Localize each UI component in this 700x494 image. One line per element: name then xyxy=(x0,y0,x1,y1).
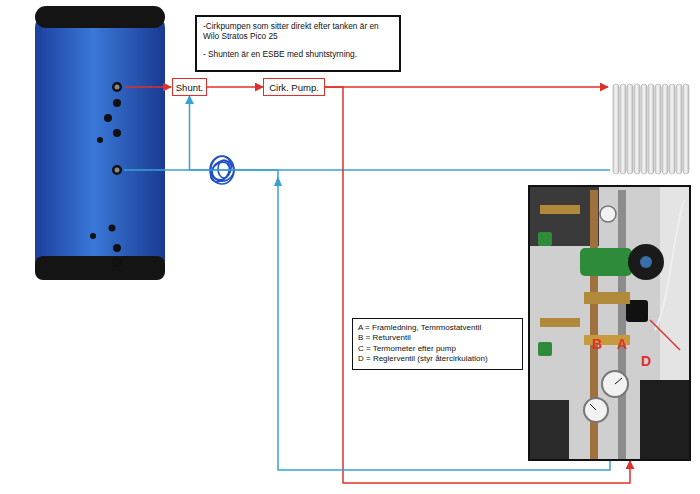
node-text: Cirk. Pump. xyxy=(269,82,319,93)
callout-letter: B xyxy=(592,337,602,351)
tank-illustration-part xyxy=(115,85,120,90)
photo-illustration-part xyxy=(584,398,608,422)
photo-illustration-part xyxy=(640,380,690,460)
photo-illustration-part xyxy=(615,378,622,384)
node-text: C = Termometer efter pump xyxy=(358,344,517,354)
supply-pipe-part xyxy=(325,86,608,88)
radiator-illustration-part xyxy=(669,84,675,174)
node-text: -Cirkpumpen som sitter direkt efter tank… xyxy=(203,21,393,42)
photo-illustration-part xyxy=(584,292,630,304)
node-text: B = Returventil xyxy=(358,333,517,343)
tank-illustration-part xyxy=(35,14,165,276)
photo-illustration-part xyxy=(640,256,652,268)
tank-illustration-part xyxy=(112,165,122,175)
callout-letter: D xyxy=(641,354,651,368)
photo-illustration-part xyxy=(628,244,664,280)
tank-illustration-part xyxy=(112,82,122,92)
tank-illustration-part xyxy=(35,256,165,280)
callout-letter: A xyxy=(617,337,627,351)
node-text: Shunt. xyxy=(176,82,203,93)
scribble-mark-part xyxy=(207,158,233,185)
radiator-illustration-part xyxy=(662,84,668,174)
process-box: Shunt. xyxy=(172,78,207,96)
radiator-illustration xyxy=(613,84,689,174)
supply-pipe-part xyxy=(125,86,171,88)
pipe-connector xyxy=(190,96,611,470)
radiator-illustration-part xyxy=(613,84,619,174)
photo-frame: B AD xyxy=(528,185,691,461)
photo-illustration-part xyxy=(529,186,599,246)
photo-illustration-part xyxy=(600,206,616,222)
photo-illustration-part xyxy=(540,318,580,327)
node-text: A = Framledning, Temrmostatventil xyxy=(358,323,517,333)
tank-illustration-part xyxy=(104,114,112,122)
photo-illustration-part xyxy=(655,200,684,330)
tank-illustration-part xyxy=(113,244,121,252)
radiator-illustration-part xyxy=(627,84,633,174)
radiator-illustration-part xyxy=(648,84,654,174)
photo-illustration-part xyxy=(529,186,690,460)
legend-box: A = Framledning, TemrmostatventilB = Ret… xyxy=(352,318,523,370)
photo-illustration-part xyxy=(602,371,628,397)
process-box: Cirk. Pump. xyxy=(263,78,325,96)
radiator-illustration-part xyxy=(676,84,682,174)
photo-illustration-part xyxy=(538,342,552,356)
tank-illustration-part xyxy=(113,129,121,137)
tank-illustration-part xyxy=(113,99,121,107)
photo-illustration-part xyxy=(538,232,552,246)
pipe-connector xyxy=(207,86,263,88)
node-text: - Shunten är en ESBE med shuntstyrning. xyxy=(203,49,393,59)
tank-illustration-part xyxy=(90,233,96,239)
tank-illustration-part xyxy=(109,225,116,232)
photo-illustration-part xyxy=(590,404,596,410)
photo-illustration-part xyxy=(618,190,626,460)
tank-illustration-part xyxy=(97,137,103,143)
radiator-illustration-part xyxy=(655,84,661,174)
photo-illustration-part xyxy=(540,205,580,214)
tank-illustration xyxy=(35,6,165,280)
scribble-mark-part xyxy=(218,160,230,178)
radiator-illustration-part xyxy=(641,84,647,174)
photo-illustration xyxy=(529,186,690,460)
note-box: -Cirkpumpen som sitter direkt efter tank… xyxy=(195,15,401,72)
photo-illustration-part xyxy=(529,400,569,460)
radiator-illustration-part xyxy=(683,84,689,174)
tank-illustration-part xyxy=(115,168,120,173)
radiator-illustration-part xyxy=(634,84,640,174)
radiator-illustration-part xyxy=(620,84,626,174)
tank-illustration-part xyxy=(112,257,122,267)
node-text: D = Reglerventil (styr återcirkulation) xyxy=(358,354,517,364)
pipe-connector xyxy=(325,87,630,483)
photo-illustration-part xyxy=(650,320,680,350)
return-pipe xyxy=(124,170,610,186)
tank-illustration-part xyxy=(35,6,165,28)
photo-illustration-part xyxy=(580,248,632,276)
